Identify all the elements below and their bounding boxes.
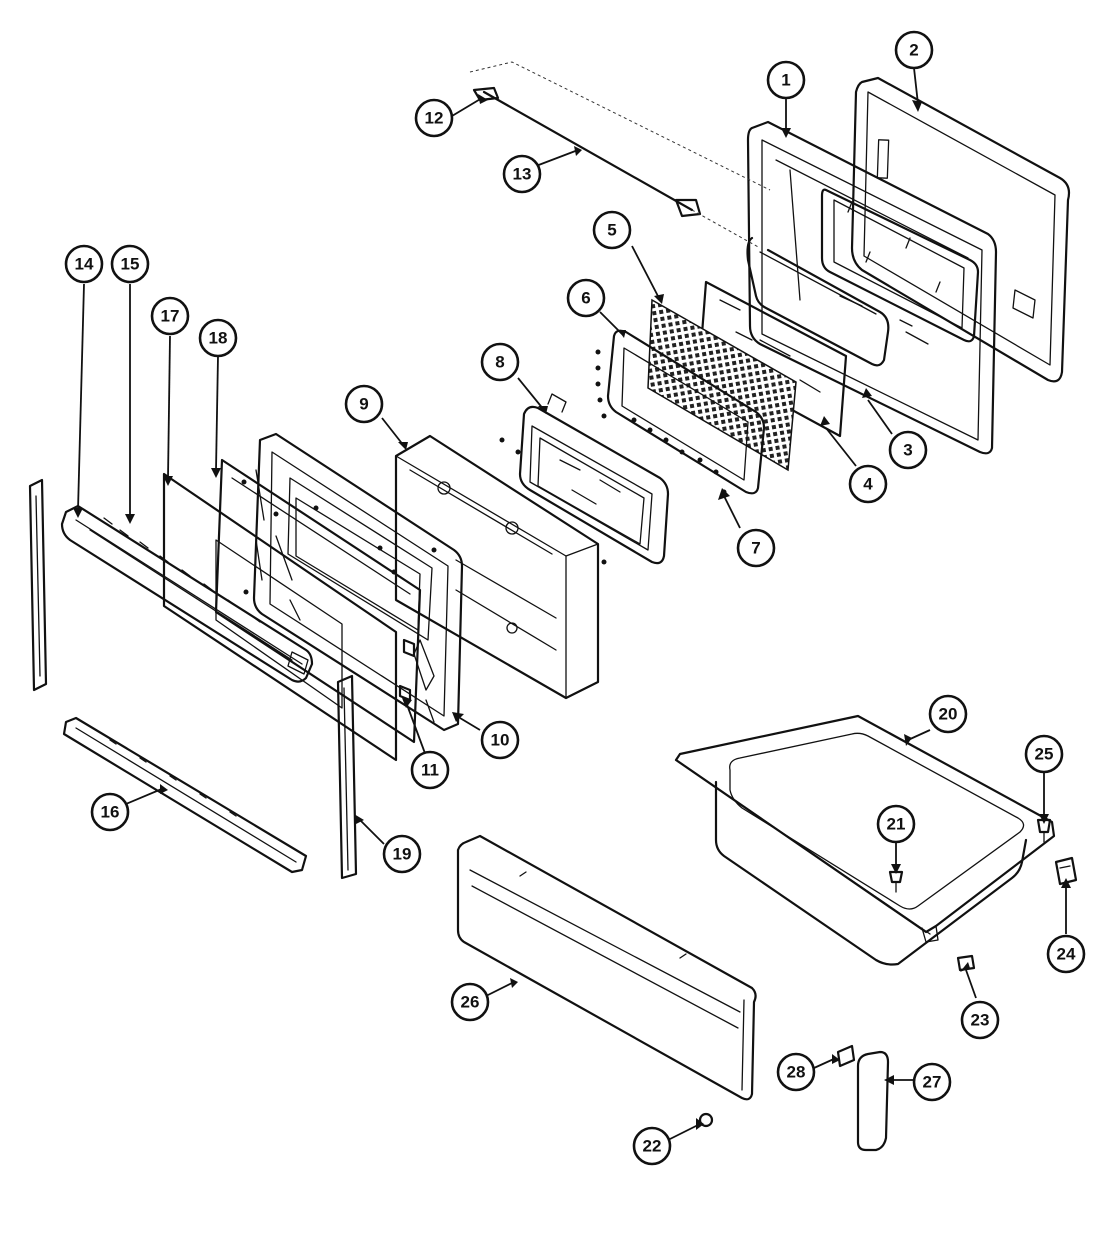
door-side-trim — [336, 674, 358, 880]
drawer-end-cap — [856, 1050, 890, 1152]
callout-9: 9 — [344, 384, 384, 424]
callout-28: 28 — [776, 1052, 816, 1092]
callout-label: 21 — [887, 815, 906, 834]
callout-label: 8 — [495, 353, 504, 372]
callout-21: 21 — [876, 804, 916, 844]
callout-label: 6 — [581, 289, 590, 308]
door-inner-liner — [241, 432, 464, 732]
door-clip-part — [398, 638, 416, 702]
door-inner-glass — [214, 458, 422, 744]
callout-27: 27 — [912, 1062, 952, 1102]
door-insulation — [394, 434, 600, 700]
callout-4: 4 — [848, 464, 888, 504]
callout-24: 24 — [1046, 934, 1086, 974]
door-inner-frame — [746, 120, 998, 455]
callout-2: 2 — [894, 30, 934, 70]
callout-22: 22 — [632, 1126, 672, 1166]
callout-18: 18 — [198, 318, 238, 358]
callout-label: 19 — [393, 845, 412, 864]
door-outer-glass — [162, 472, 398, 762]
callout-5: 5 — [592, 210, 632, 250]
callout-label: 15 — [121, 255, 140, 274]
door-window-frame — [518, 393, 670, 565]
callout-12: 12 — [414, 98, 454, 138]
callout-label: 13 — [513, 165, 532, 184]
callout-label: 9 — [359, 395, 368, 414]
callout-label: 4 — [863, 475, 873, 494]
callout-3: 3 — [888, 430, 928, 470]
callout-label: 27 — [923, 1073, 942, 1092]
callout-label: 24 — [1057, 945, 1076, 964]
door-mesh-screen — [647, 298, 797, 472]
callout-8: 8 — [480, 342, 520, 382]
callout-20: 20 — [928, 694, 968, 734]
drawer-pan — [674, 714, 1056, 966]
callout-19: 19 — [382, 834, 422, 874]
drawer-nut — [698, 1112, 714, 1128]
callout-label: 1 — [781, 71, 790, 90]
callout-label: 3 — [903, 441, 912, 460]
callout-25: 25 — [1024, 734, 1064, 774]
callout-label: 16 — [101, 803, 120, 822]
drawer-small-clip — [836, 1044, 856, 1068]
callout-15: 15 — [110, 244, 150, 284]
callout-label: 2 — [909, 41, 918, 60]
callout-label: 23 — [971, 1011, 990, 1030]
callout-10: 10 — [480, 720, 520, 760]
callout-label: 10 — [491, 731, 510, 750]
callout-17: 17 — [150, 296, 190, 336]
callout-arrowheads — [73, 94, 1071, 1130]
callout-leaders — [77, 67, 1067, 1141]
callout-6: 6 — [566, 278, 606, 318]
callout-16: 16 — [90, 792, 130, 832]
callout-label: 26 — [461, 993, 480, 1012]
callout-label: 25 — [1035, 745, 1054, 764]
callout-label: 18 — [209, 329, 228, 348]
door-screws — [499, 349, 727, 565]
callout-14: 14 — [64, 244, 104, 284]
callout-label: 7 — [751, 539, 760, 558]
callout-label: 11 — [421, 761, 439, 780]
left-side-trim — [28, 478, 48, 692]
callout-1: 1 — [766, 60, 806, 100]
callout-11: 11 — [410, 750, 450, 790]
door-bottom-trim — [62, 716, 308, 874]
drawer-front-panel — [456, 834, 757, 1101]
drawer-stop — [956, 954, 976, 972]
callout-label: 28 — [787, 1063, 806, 1082]
door-outer-panel — [850, 76, 1071, 383]
callout-label: 17 — [161, 307, 180, 326]
drawer-side-clip — [1054, 856, 1078, 886]
callout-23: 23 — [960, 1000, 1000, 1040]
callout-label: 14 — [75, 255, 94, 274]
callout-label: 5 — [607, 221, 616, 240]
callout-label: 12 — [425, 109, 444, 128]
door-handle — [60, 504, 314, 683]
callout-label: 22 — [643, 1137, 662, 1156]
callout-7: 7 — [736, 528, 776, 568]
callout-label: 20 — [939, 705, 958, 724]
callout-13: 13 — [502, 154, 542, 194]
callout-26: 26 — [450, 982, 490, 1022]
door-hinge-rod — [469, 61, 771, 249]
